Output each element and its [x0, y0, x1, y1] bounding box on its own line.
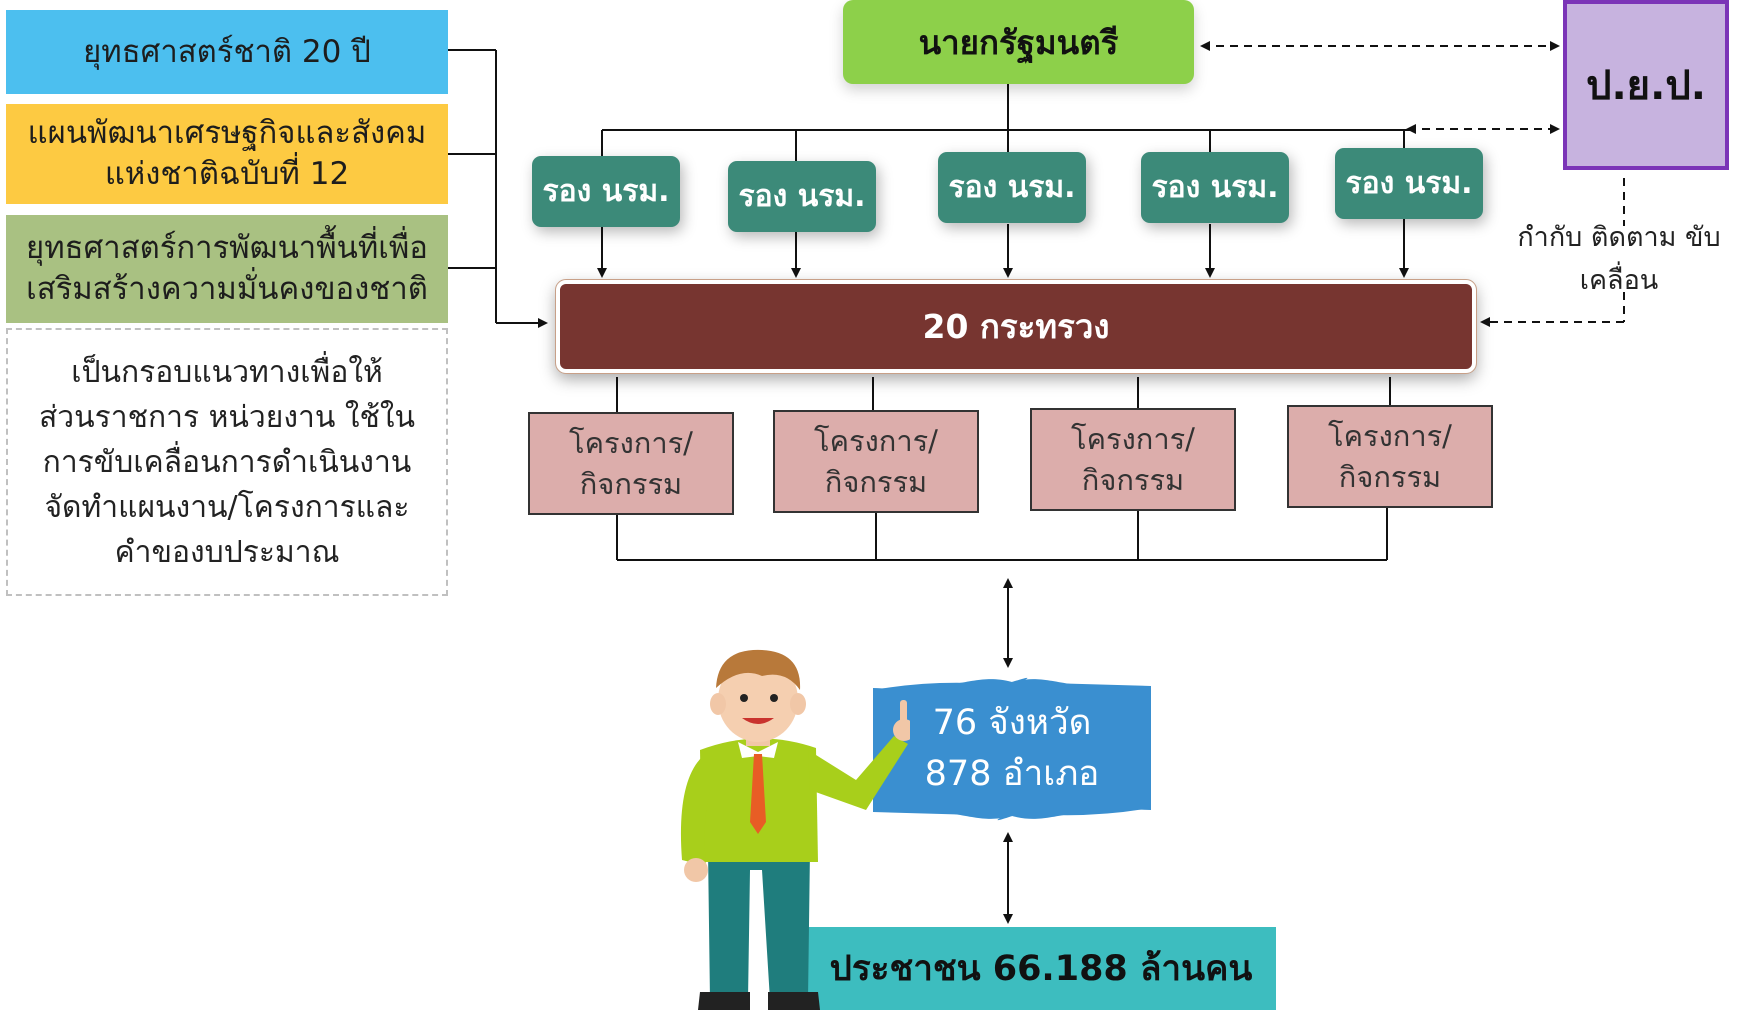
- province-banner-shape: [873, 677, 1151, 821]
- note-line: เป็นกรอบแนวทางเพื่อให้: [71, 354, 383, 390]
- security-strategy-line1: ยุทธศาสตร์การพัฒนาพื้นที่เพื่อ: [26, 230, 428, 267]
- note-line: จัดทำแผนงาน/โครงการและ: [44, 489, 410, 525]
- framework-note: เป็นกรอบแนวทางเพื่อให้ ส่วนราชการ หน่วยง…: [6, 328, 448, 596]
- national-strategy-box: ยุทธศาสตร์ชาติ 20 ปี: [6, 10, 448, 94]
- development-plan-line1: แผนพัฒนาเศรษฐกิจและสังคม: [27, 115, 427, 152]
- provinces-line2: 878 อำเภอ: [924, 754, 1100, 794]
- project-line1: โครงการ/: [1071, 421, 1195, 456]
- note-line: คำของบประมาณ: [114, 534, 340, 570]
- deputy-pm-box: รอง นรม.: [1335, 148, 1483, 219]
- provinces-box: 76 จังหวัด 878 อำเภอ: [873, 676, 1151, 822]
- development-plan-box: แผนพัฒนาเศรษฐกิจและสังคม แห่งชาติฉบับที่…: [6, 104, 448, 204]
- ministries-box: 20 กระทรวง: [555, 279, 1477, 374]
- presenter-illustration: [680, 649, 910, 1010]
- note-line: การขับเคลื่อนการดำเนินงาน: [42, 444, 412, 480]
- deputy-pm-label: รอง นรม.: [1151, 170, 1279, 205]
- project-box: โครงการ/ กิจกรรม: [528, 412, 734, 515]
- deputy-pm-box: รอง นรม.: [728, 161, 876, 232]
- project-line1: โครงการ/: [569, 425, 693, 460]
- provinces-line1: 76 จังหวัด: [932, 703, 1092, 744]
- deputy-pm-box: รอง นรม.: [1141, 152, 1289, 223]
- project-line2: กิจกรรม: [1081, 462, 1185, 497]
- ministries-label: 20 กระทรวง: [922, 307, 1110, 346]
- project-box: โครงการ/ กิจกรรม: [1287, 405, 1493, 508]
- project-line2: กิจกรรม: [1338, 459, 1442, 494]
- pyp-label: ป.ย.ป.: [1586, 63, 1706, 109]
- people-label: ประชาชน 66.188 ล้านคน: [829, 949, 1253, 989]
- note-line: ส่วนราชการ หน่วยงาน ใช้ใน: [38, 399, 416, 435]
- project-box: โครงการ/ กิจกรรม: [773, 410, 979, 513]
- security-strategy-box: ยุทธศาสตร์การพัฒนาพื้นที่เพื่อ เสริมสร้า…: [6, 215, 448, 323]
- deputy-pm-box: รอง นรม.: [532, 156, 680, 227]
- deputy-pm-label: รอง นรม.: [542, 174, 670, 209]
- pyp-box: ป.ย.ป.: [1563, 0, 1729, 170]
- security-strategy-line2: เสริมสร้างความมั่นคงของชาติ: [26, 271, 428, 307]
- national-strategy-label: ยุทธศาสตร์ชาติ 20 ปี: [83, 33, 371, 70]
- project-line1: โครงการ/: [1328, 418, 1452, 453]
- development-plan-line2: แห่งชาติฉบับที่ 12: [104, 156, 350, 192]
- people-box: ประชาชน 66.188 ล้านคน: [806, 927, 1276, 1010]
- project-line1: โครงการ/: [814, 423, 938, 458]
- project-line2: กิจกรรม: [824, 464, 928, 499]
- deputy-pm-label: รอง นรม.: [948, 170, 1076, 205]
- prime-minister-label: นายกรัฐมนตรี: [918, 22, 1119, 62]
- deputy-pm-label: รอง นรม.: [1345, 166, 1473, 201]
- monitor-label: กำกับ ติดตาม ขับเคลื่อน: [1517, 222, 1721, 296]
- deputy-pm-box: รอง นรม.: [938, 152, 1086, 223]
- project-line2: กิจกรรม: [579, 466, 683, 501]
- project-box: โครงการ/ กิจกรรม: [1030, 408, 1236, 511]
- prime-minister-box: นายกรัฐมนตรี: [843, 0, 1194, 84]
- deputy-pm-label: รอง นรม.: [738, 179, 866, 214]
